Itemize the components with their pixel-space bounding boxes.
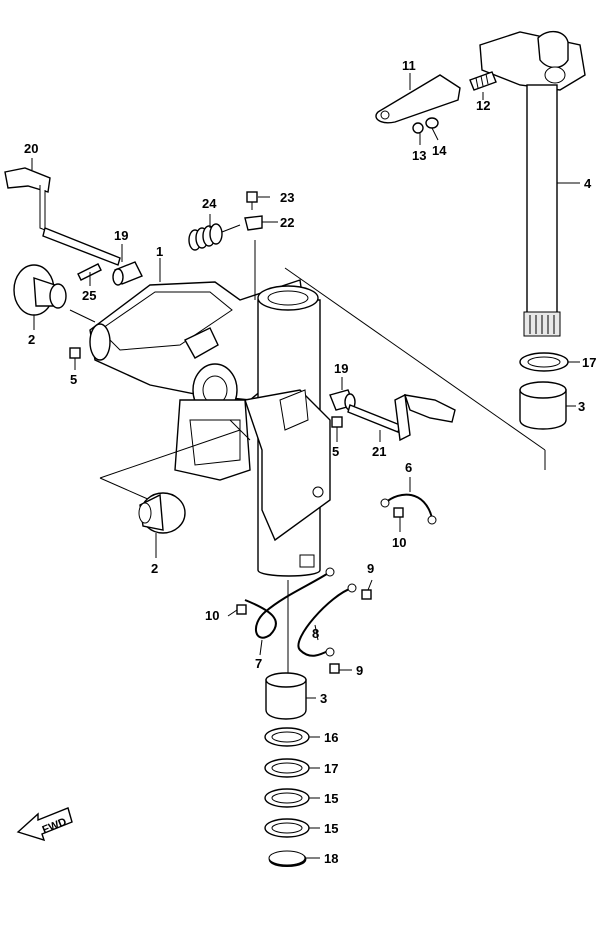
fwd-arrow-icon: FWD (16, 807, 73, 842)
callout-17-upper: 17 (582, 355, 596, 370)
nut-part-13 (412, 122, 424, 134)
washer-part-15-upper (264, 788, 310, 808)
callout-10-right: 10 (392, 535, 406, 550)
bolt-part-10-right (393, 507, 404, 518)
bolt-part-10-left (236, 604, 247, 615)
callout-25: 25 (82, 288, 96, 303)
callout-3-upper: 3 (578, 399, 585, 414)
spring-part-24 (188, 223, 241, 251)
callout-18: 18 (324, 851, 338, 866)
callout-20: 20 (24, 141, 38, 156)
bolt-part-12 (469, 71, 497, 91)
callout-4: 4 (584, 176, 592, 191)
lever-part-21 (347, 393, 456, 442)
washer-part-17-lower (264, 758, 310, 778)
callout-15-lower: 15 (324, 821, 338, 836)
wire-part-6 (380, 493, 437, 525)
callout-2-upper: 2 (28, 332, 35, 347)
callout-17-lower: 17 (324, 761, 338, 776)
callout-15-upper: 15 (324, 791, 338, 806)
callout-leaders (31, 73, 580, 859)
washer-part-15-lower (264, 818, 310, 838)
callout-24: 24 (202, 196, 217, 211)
callout-23: 23 (280, 190, 294, 205)
callout-21: 21 (372, 444, 386, 459)
circlip-part-18 (268, 850, 307, 868)
bushing-part-3-lower (265, 672, 307, 720)
plate-part-11 (375, 74, 461, 124)
sleeve-part-19-left (112, 261, 143, 286)
bolt-part-23 (246, 191, 258, 210)
callout-8: 8 (312, 626, 319, 641)
callout-5-left: 5 (70, 372, 77, 387)
callout-22: 22 (280, 215, 294, 230)
grease-nipple-part-5-right (331, 416, 343, 428)
callout-5-right: 5 (332, 444, 339, 459)
washer-part-16 (264, 727, 310, 747)
wire-part-8 (297, 583, 357, 657)
steering-shaft (479, 31, 586, 337)
callout-3-lower: 3 (320, 691, 327, 706)
callout-1: 1 (156, 244, 163, 259)
bushing-part-2-lower (138, 492, 186, 534)
wire-part-7 (244, 567, 335, 639)
callout-12: 12 (476, 98, 490, 113)
washer-part-14 (425, 117, 439, 129)
callout-7: 7 (255, 656, 262, 671)
callout-6: 6 (405, 460, 412, 475)
bolt-part-9-upper (361, 589, 372, 600)
bushing-part-3-upper (519, 381, 567, 430)
clip-part-22 (244, 215, 263, 231)
callout-14: 14 (432, 143, 447, 158)
callout-9-lower: 9 (356, 663, 363, 678)
callout-16: 16 (324, 730, 338, 745)
callout-2-lower: 2 (151, 561, 158, 576)
callout-9-upper: 9 (367, 561, 374, 576)
swivel-bracket (89, 279, 331, 577)
lever-part-20 (4, 167, 121, 266)
grease-nipple-part-5-left (69, 347, 81, 362)
bushing-part-2-upper (13, 264, 67, 316)
callout-19-right: 19 (334, 361, 348, 376)
callout-19-left: 19 (114, 228, 128, 243)
callout-11: 11 (402, 58, 416, 73)
bolt-part-9-lower (329, 663, 340, 674)
callout-10-left: 10 (205, 608, 219, 623)
callout-13: 13 (412, 148, 426, 163)
